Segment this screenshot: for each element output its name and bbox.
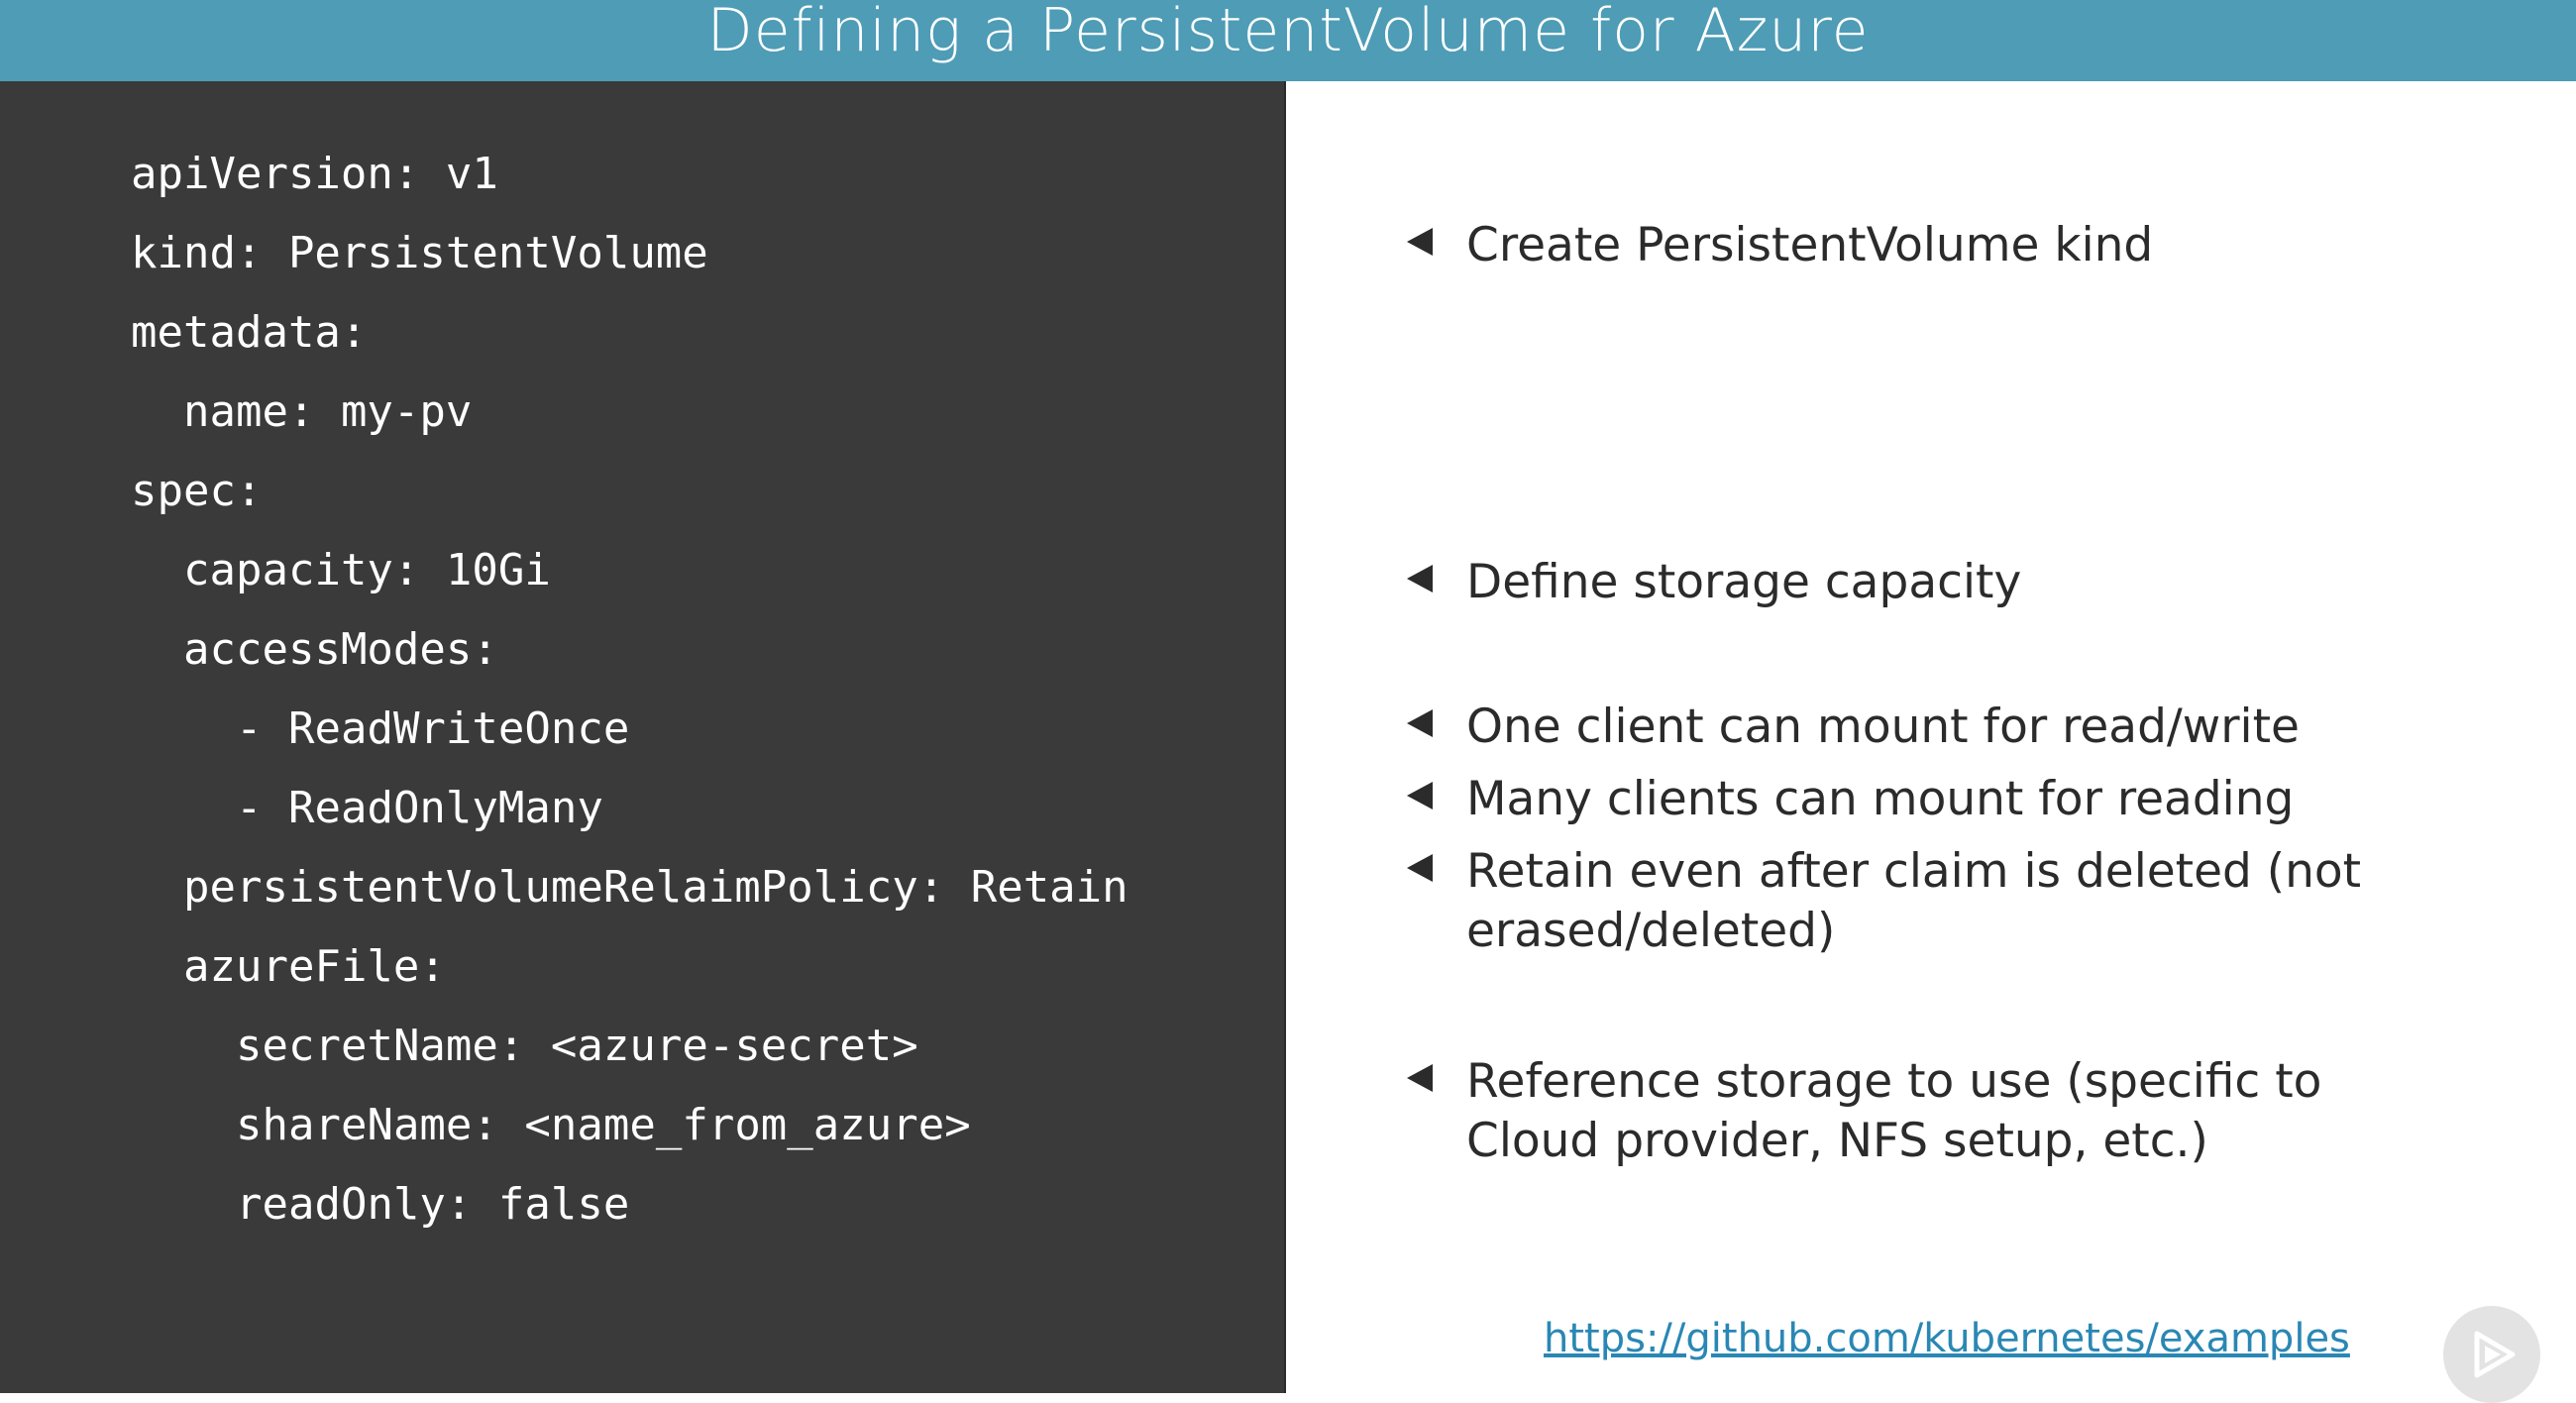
note-readonlymany: Many clients can mount for reading [1407,770,2457,829]
note-retain: Retain even after claim is deleted (not … [1407,842,2457,961]
code-line-apiversion: apiVersion: v1 [131,149,498,199]
left-triangle-icon [1407,854,1433,882]
note-readwriteonce: One client can mount for read/write [1407,698,2457,757]
note-storage-reference: Reference storage to use (specific to Cl… [1407,1052,2457,1171]
panel-divider [1284,81,1286,1393]
code-line-readonlymany: - ReadOnlyMany [236,783,603,833]
note-text: Define storage capacity [1466,555,2022,609]
code-line-name: name: my-pv [183,386,473,437]
code-line-sharename: shareName: <name_from_azure> [236,1100,971,1150]
code-line-reclaim-policy: persistentVolumeRelaimPolicy: Retain [183,862,1128,913]
code-panel: apiVersion: v1 kind: PersistentVolume me… [0,81,1284,1393]
note-text: One client can mount for read/write [1466,700,2300,754]
play-logo-glyph [2474,1331,2516,1378]
left-triangle-icon [1407,565,1433,593]
code-line-azurefile: azureFile: [183,941,446,992]
note-capacity: Define storage capacity [1407,553,2457,612]
left-triangle-icon [1407,228,1433,256]
examples-link[interactable]: https://github.com/kubernetes/examples [1544,1316,2350,1361]
code-line-secretname: secretName: <azure-secret> [236,1021,918,1071]
left-triangle-icon [1407,709,1433,737]
code-line-capacity: capacity: 10Gi [183,545,551,595]
note-kind: Create PersistentVolume kind [1407,216,2457,275]
slide-header: Defining a PersistentVolume for Azure [0,0,2576,81]
note-text: Reference storage to use (specific to Cl… [1466,1054,2322,1168]
play-logo-icon [2443,1306,2540,1403]
code-line-spec: spec: [131,466,263,516]
code-line-accessmodes: accessModes: [183,624,498,675]
code-line-readonly: readOnly: false [236,1179,630,1230]
code-line-kind: kind: PersistentVolume [131,228,708,278]
note-text: Many clients can mount for reading [1466,772,2295,826]
note-text: Create PersistentVolume kind [1466,218,2154,272]
left-triangle-icon [1407,782,1433,809]
slide-title: Defining a PersistentVolume for Azure [706,0,1870,65]
left-triangle-icon [1407,1064,1433,1092]
code-line-readwriteonce: - ReadWriteOnce [236,703,630,754]
code-line-metadata: metadata: [131,307,368,358]
note-text: Retain even after claim is deleted (not … [1466,844,2362,958]
